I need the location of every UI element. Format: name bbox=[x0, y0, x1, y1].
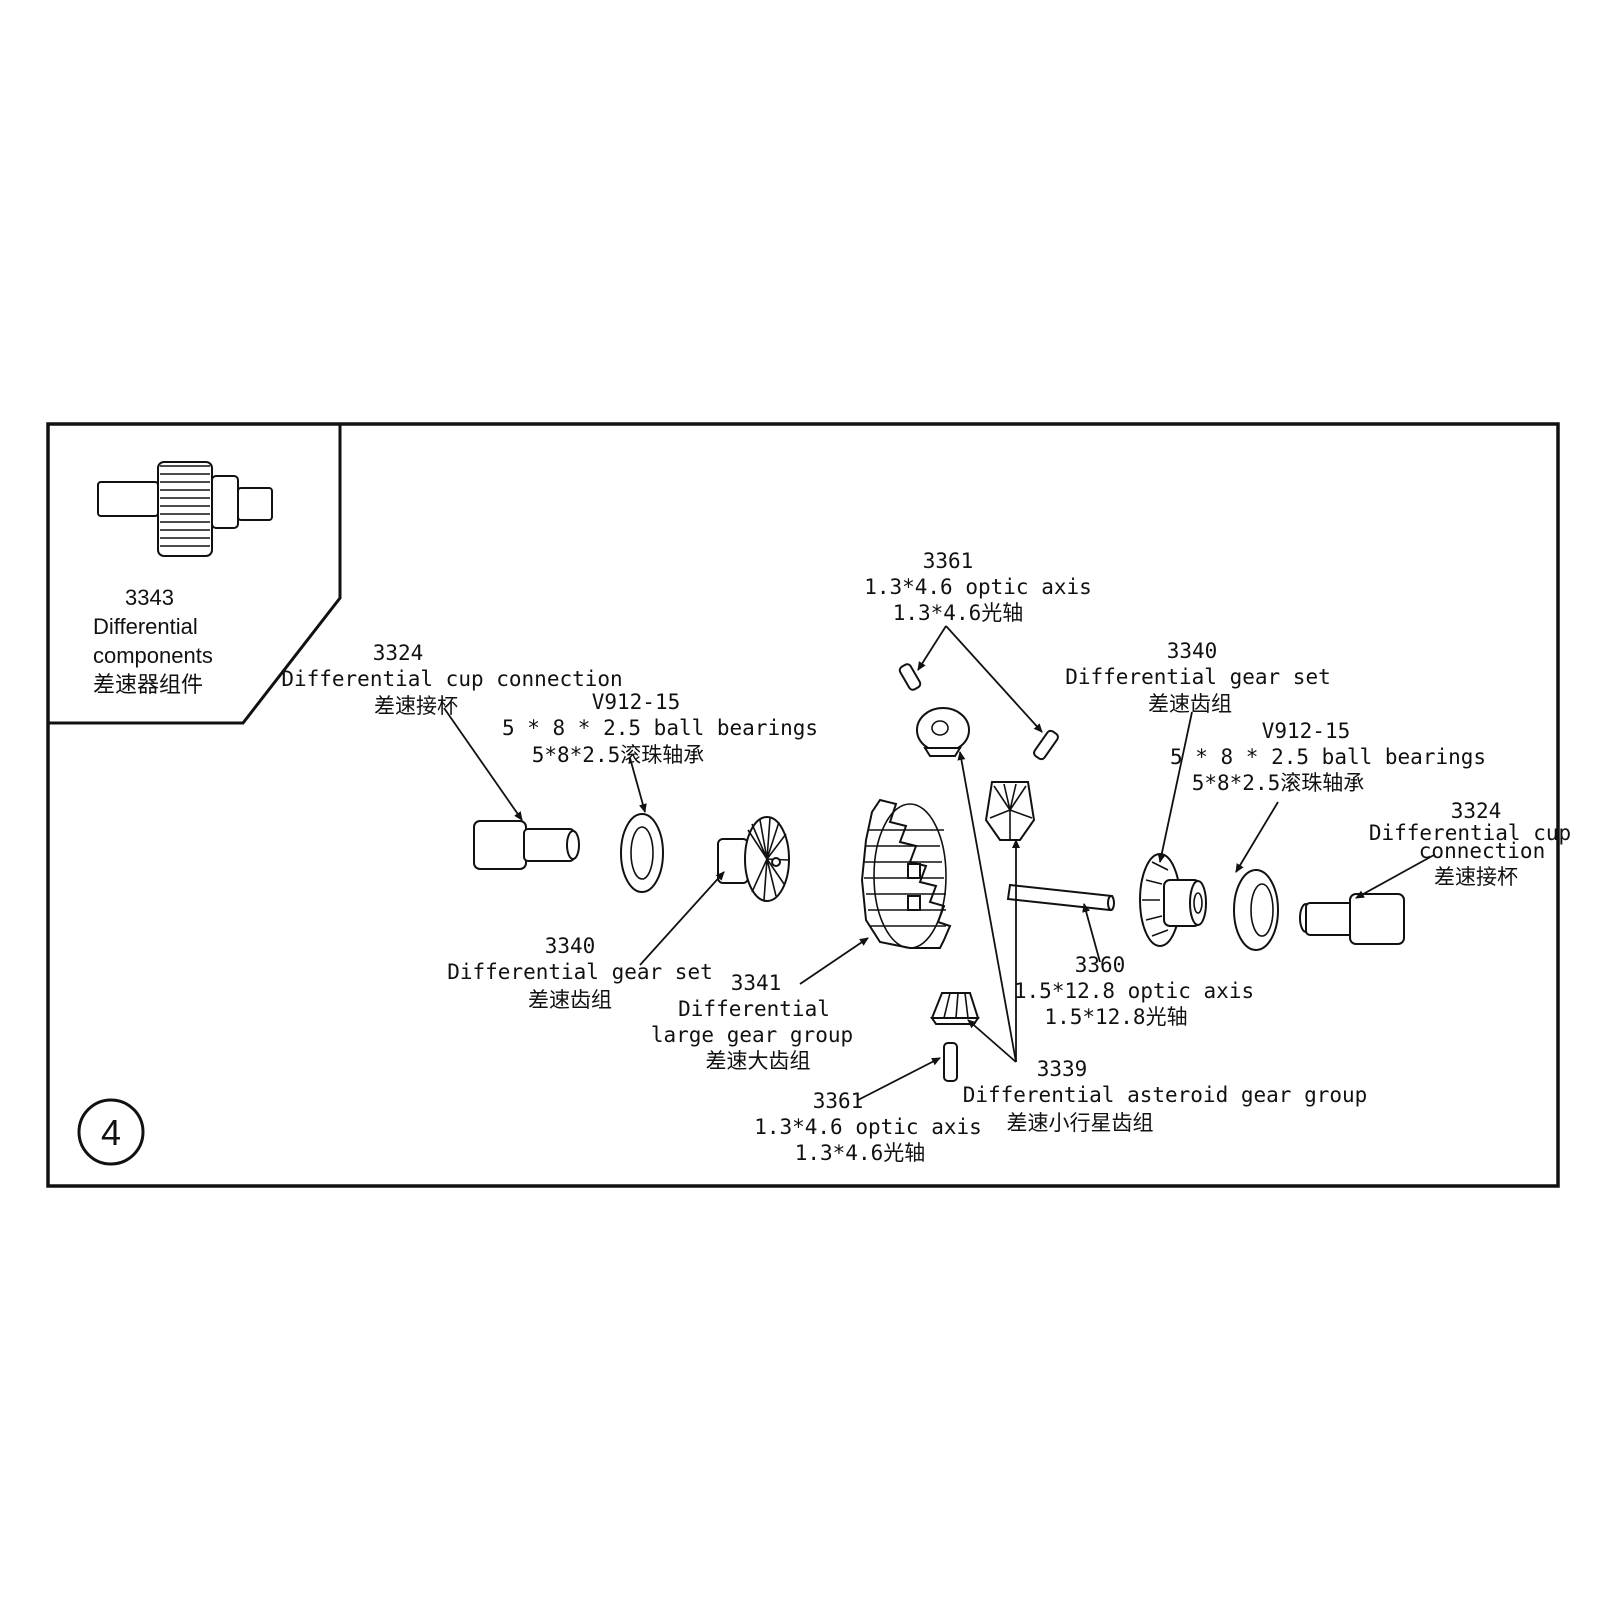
svg-text:1.3*4.6光轴: 1.3*4.6光轴 bbox=[893, 601, 1024, 625]
leader-asteroid-c bbox=[967, 1019, 1017, 1063]
svg-text:差速小行星齿组: 差速小行星齿组 bbox=[1007, 1111, 1154, 1135]
leader-pin-bottom bbox=[857, 1057, 941, 1101]
label-bearing-left: V912-15 5 * 8 * 2.5 ball bearings 5*8*2.… bbox=[502, 690, 818, 767]
svg-text:Differential cup: Differential cup bbox=[1369, 821, 1571, 845]
svg-text:差速大齿组: 差速大齿组 bbox=[706, 1049, 811, 1073]
step-circle bbox=[77, 1098, 145, 1166]
svg-text:1.3*4.6光轴: 1.3*4.6光轴 bbox=[795, 1141, 926, 1165]
leader-shaft bbox=[1082, 903, 1101, 963]
right-ball-bearing bbox=[1233, 869, 1279, 951]
left-ball-bearing bbox=[620, 813, 664, 893]
assembled-differential-image bbox=[97, 461, 273, 557]
svg-text:差速接杯: 差速接杯 bbox=[374, 694, 458, 718]
label-shaft: 3360 1.5*12.8 optic axis 1.5*12.8光轴 bbox=[1014, 953, 1254, 1029]
svg-text:5 * 8 * 2.5 ball bearings: 5 * 8 * 2.5 ball bearings bbox=[1170, 745, 1486, 769]
leader-bearing-left bbox=[629, 757, 647, 813]
top-pin-right bbox=[1033, 729, 1059, 761]
svg-text:V912-15: V912-15 bbox=[1262, 719, 1351, 743]
label-pin-bottom: 3361 1.3*4.6 optic axis 1.3*4.6光轴 bbox=[754, 1089, 982, 1165]
label-large-gear: 3341 Differential large gear group 差速大齿组 bbox=[651, 971, 853, 1073]
inset-part-number: 3343 bbox=[125, 585, 174, 610]
svg-text:Differential gear set: Differential gear set bbox=[447, 960, 713, 984]
diagram-frame bbox=[46, 422, 1560, 1188]
step-number: 4 bbox=[101, 1112, 121, 1153]
label-asteroid: 3339 Differential asteroid gear group 差速… bbox=[963, 1057, 1368, 1135]
label-cup-left: 3324 Differential cup connection 差速接杯 bbox=[281, 641, 622, 718]
svg-text:3360: 3360 bbox=[1075, 953, 1126, 977]
leader-large-gear bbox=[799, 937, 869, 985]
label-cup-right: 3324 Differential cup connection 差速接杯 bbox=[1369, 799, 1571, 889]
svg-text:5 * 8 * 2.5 ball bearings: 5 * 8 * 2.5 ball bearings bbox=[502, 716, 818, 740]
svg-text:Differential gear set: Differential gear set bbox=[1065, 665, 1331, 689]
svg-text:差速接杯: 差速接杯 bbox=[1434, 865, 1518, 889]
svg-text:3361: 3361 bbox=[813, 1089, 864, 1113]
label-pin-top: 3361 1.3*4.6 optic axis 1.3*4.6光轴 bbox=[864, 549, 1092, 625]
svg-text:1.5*12.8 optic axis: 1.5*12.8 optic axis bbox=[1014, 979, 1254, 1003]
svg-text:3341: 3341 bbox=[731, 971, 782, 995]
top-pin-left bbox=[898, 663, 922, 691]
leader-asteroid-a bbox=[957, 751, 1017, 1063]
inset-box bbox=[48, 422, 342, 725]
leader-pin-top-a bbox=[917, 625, 947, 671]
svg-text:差速齿组: 差速齿组 bbox=[1148, 692, 1232, 716]
middle-planet-gear bbox=[984, 781, 1036, 841]
svg-text:Differential: Differential bbox=[678, 997, 830, 1021]
svg-text:3339: 3339 bbox=[1037, 1057, 1088, 1081]
leader-pin-top-b bbox=[945, 625, 1043, 733]
svg-text:3324: 3324 bbox=[1451, 799, 1502, 823]
svg-text:3340: 3340 bbox=[1167, 639, 1218, 663]
svg-text:3324: 3324 bbox=[373, 641, 424, 665]
right-cup-connection bbox=[1299, 893, 1405, 945]
inset-name-cn: 差速器组件 bbox=[93, 672, 203, 697]
bottom-pin bbox=[943, 1042, 958, 1082]
svg-text:5*8*2.5滚珠轴承: 5*8*2.5滚珠轴承 bbox=[1192, 771, 1365, 795]
differential-large-gear bbox=[860, 798, 952, 949]
inset-name-line1: Differential bbox=[93, 614, 198, 639]
svg-text:1.5*12.8光轴: 1.5*12.8光轴 bbox=[1044, 1005, 1187, 1029]
svg-text:Differential asteroid gear gro: Differential asteroid gear group bbox=[963, 1083, 1368, 1107]
left-cup-connection bbox=[473, 820, 580, 870]
long-optic-shaft bbox=[1006, 883, 1115, 912]
svg-text:1.3*4.6 optic axis: 1.3*4.6 optic axis bbox=[754, 1115, 982, 1139]
svg-text:3361: 3361 bbox=[923, 549, 974, 573]
inset-name-line2: components bbox=[93, 643, 213, 668]
right-differential-gear-set bbox=[1139, 853, 1207, 947]
svg-text:1.3*4.6 optic axis: 1.3*4.6 optic axis bbox=[864, 575, 1092, 599]
label-gearset-left: 3340 Differential gear set 差速齿组 bbox=[447, 934, 713, 1012]
left-differential-gear-set bbox=[717, 816, 790, 902]
svg-text:3340: 3340 bbox=[545, 934, 596, 958]
top-planet-gear bbox=[916, 707, 970, 757]
bottom-planet-gear bbox=[930, 992, 980, 1025]
leader-bearing-right bbox=[1235, 801, 1279, 873]
svg-text:Differential cup connection: Differential cup connection bbox=[281, 667, 622, 691]
label-gearset-right: 3340 Differential gear set 差速齿组 bbox=[1065, 639, 1331, 716]
svg-text:5*8*2.5滚珠轴承: 5*8*2.5滚珠轴承 bbox=[532, 743, 705, 767]
svg-text:connection: connection bbox=[1419, 839, 1545, 863]
leader-gearset-right bbox=[1157, 711, 1193, 863]
svg-text:large gear group: large gear group bbox=[651, 1023, 853, 1047]
svg-text:V912-15: V912-15 bbox=[592, 690, 681, 714]
leader-gearset-left bbox=[639, 871, 725, 966]
svg-text:差速齿组: 差速齿组 bbox=[528, 988, 612, 1012]
leader-cup-right bbox=[1355, 854, 1435, 899]
label-bearing-right: V912-15 5 * 8 * 2.5 ball bearings 5*8*2.… bbox=[1170, 719, 1486, 795]
leader-cup-left bbox=[443, 707, 523, 821]
